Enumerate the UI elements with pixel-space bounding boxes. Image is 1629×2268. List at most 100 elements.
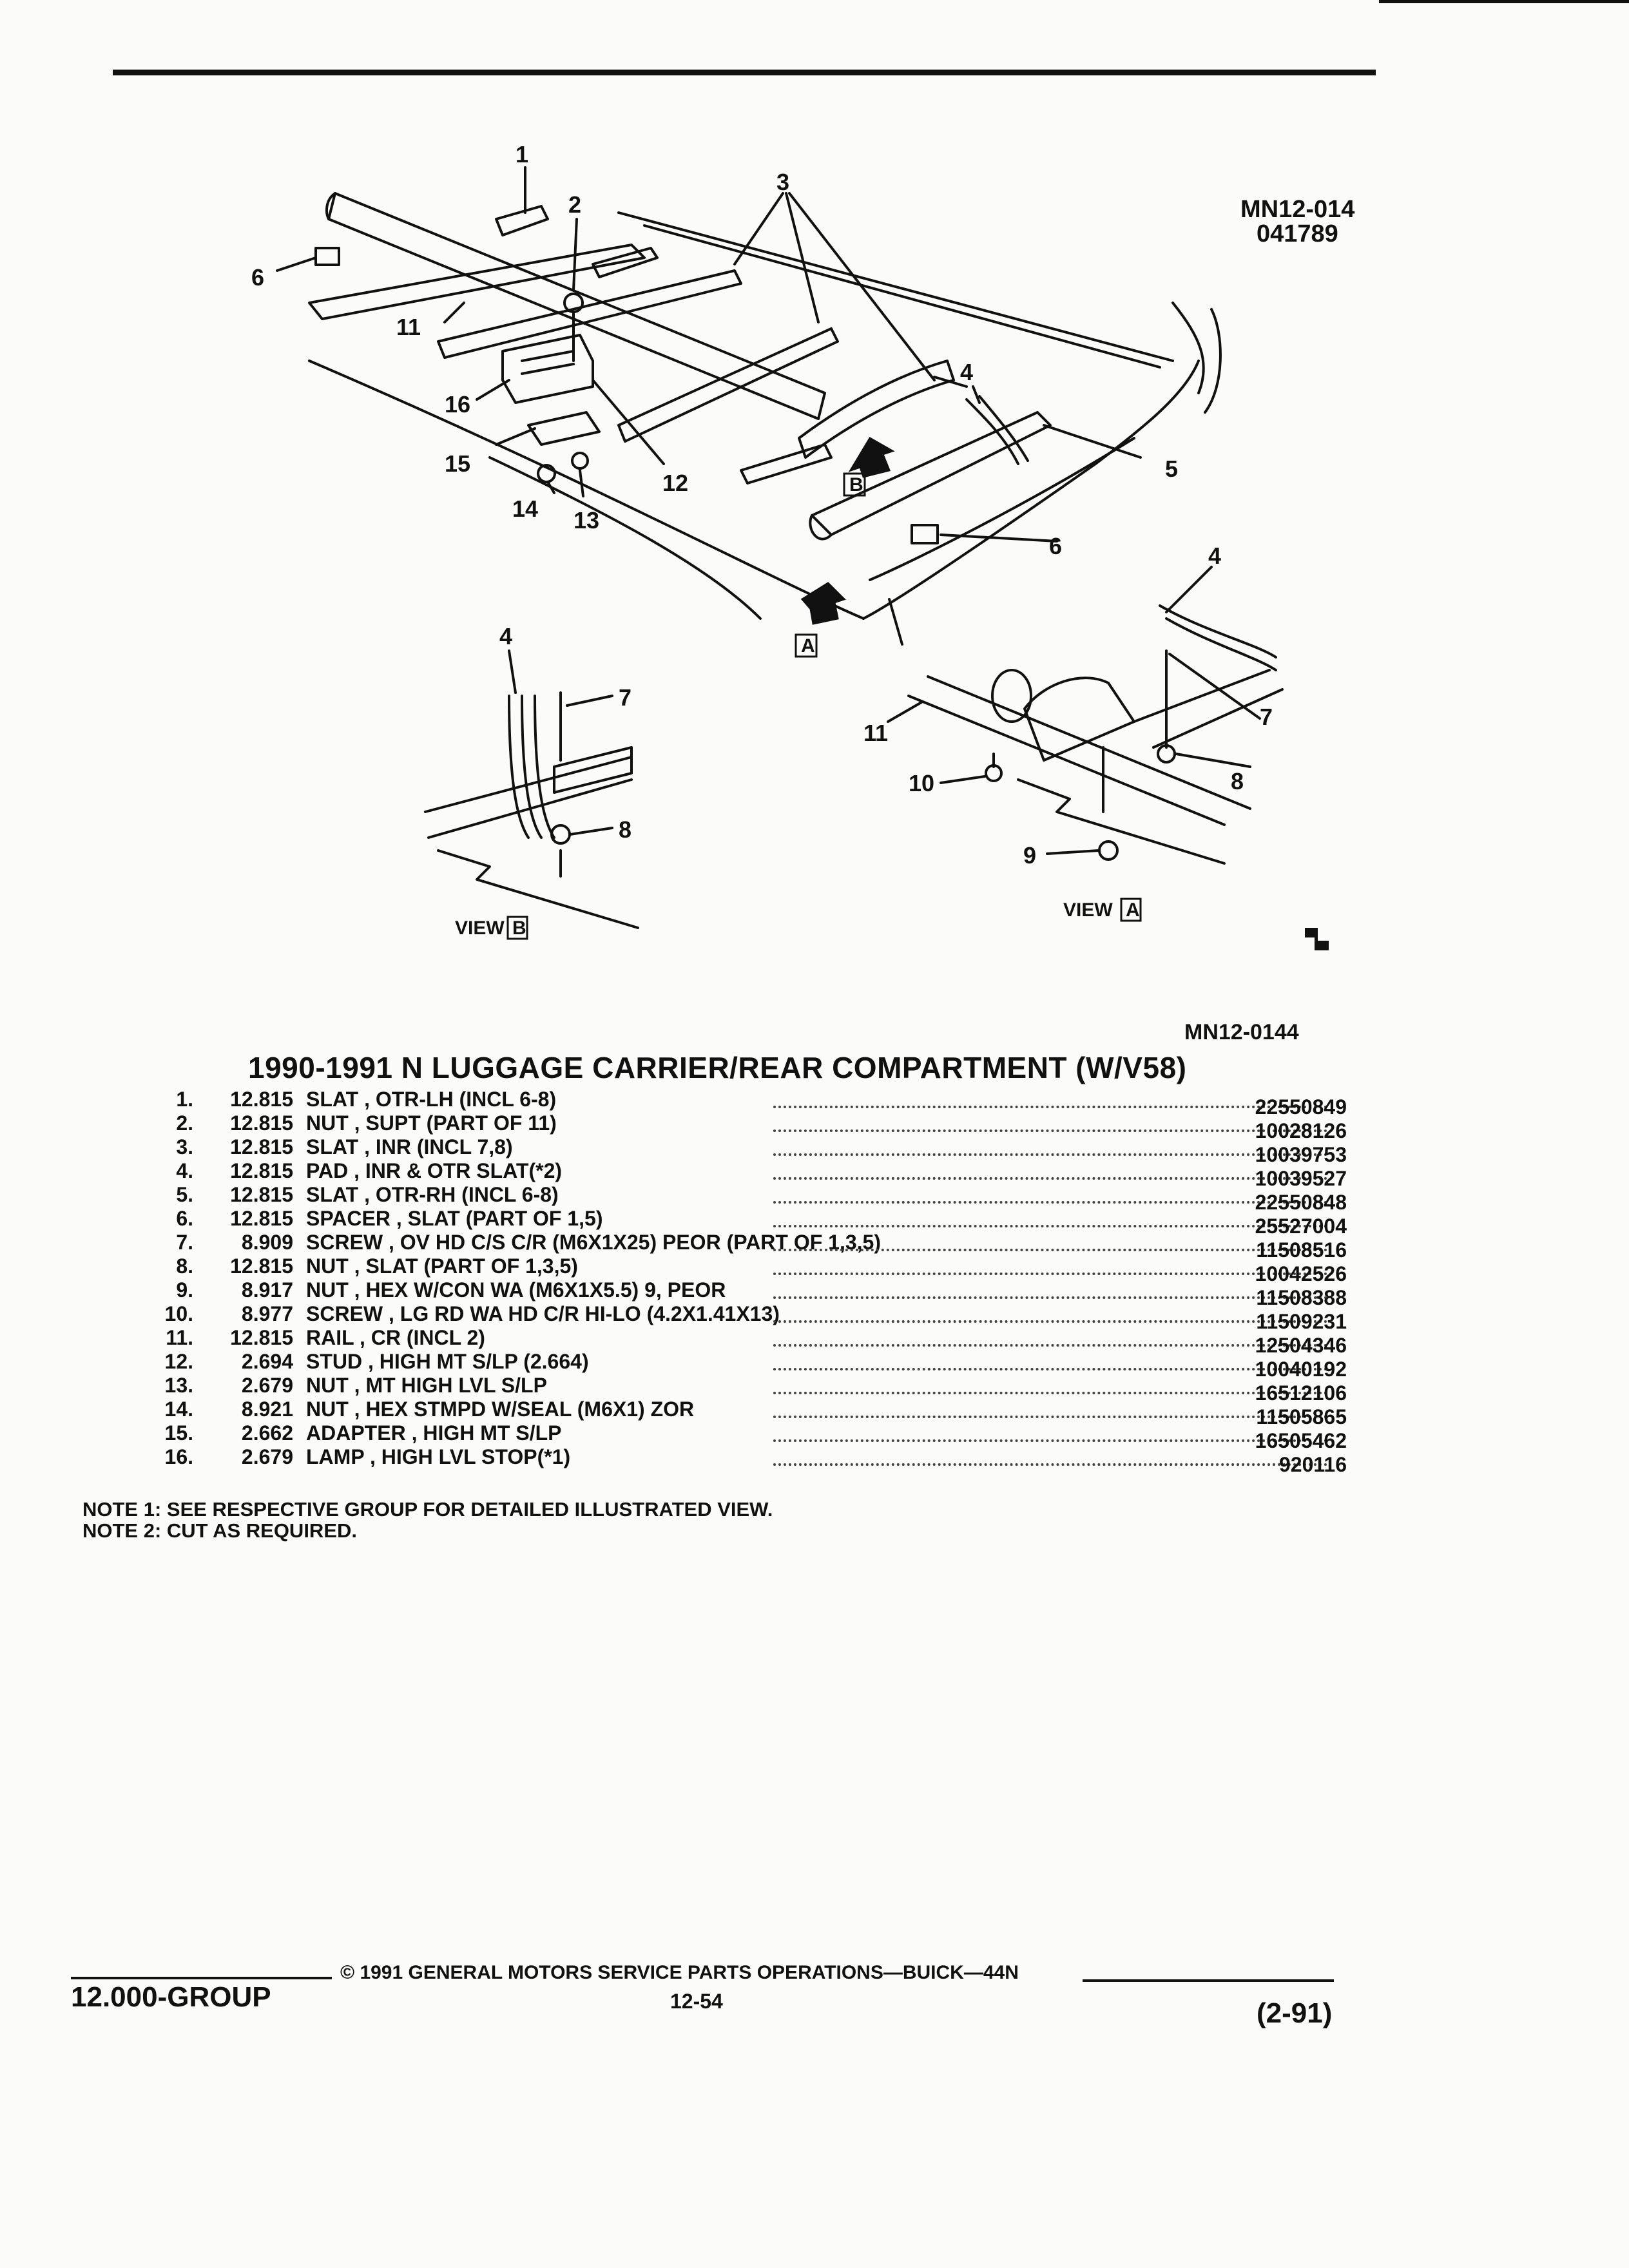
parts-row-description: NUT , SUPT (PART OF 11) (306, 1111, 557, 1135)
parts-row-group: 12.815 (230, 1159, 293, 1182)
arrow-b-box (843, 472, 866, 497)
parts-row-part-number: 10040192 (1255, 1358, 1347, 1381)
parts-row-leader-dots (773, 1378, 1327, 1394)
parts-row-leader-dots (773, 1139, 1327, 1156)
view-b-box (506, 916, 528, 940)
parts-row-leader-dots (773, 1211, 1327, 1227)
parts-row-group: 12.815 (230, 1088, 293, 1111)
callout-8b: 8 (1231, 768, 1244, 794)
parts-row-number: 8. (176, 1254, 193, 1278)
parts-row-description: PAD , INR & OTR SLAT(*2) (306, 1159, 563, 1182)
parts-row-number: 2. (176, 1111, 193, 1135)
parts-row-part-number: 22550849 (1255, 1095, 1347, 1119)
callout-5: 5 (1165, 456, 1178, 482)
note-1: NOTE 1: SEE RESPECTIVE GROUP FOR DETAILE… (82, 1498, 773, 1521)
callout-1: 1 (516, 141, 528, 168)
callout-11a: 11 (396, 314, 421, 340)
parts-row-number: 3. (176, 1135, 193, 1158)
parts-row-part-number: 920116 (1278, 1453, 1347, 1476)
parts-row-part-number: 10042526 (1255, 1262, 1347, 1285)
parts-row-part-number: 10028126 (1255, 1119, 1347, 1142)
parts-row-leader-dots (773, 1091, 1327, 1108)
parts-row-group: 8.921 (241, 1398, 293, 1421)
callout-10: 10 (909, 770, 934, 796)
parts-row-part-number: 12504346 (1255, 1334, 1347, 1357)
parts-row-group: 2.694 (241, 1350, 293, 1373)
view-b-label: VIEW (455, 918, 505, 939)
parts-row-number: 1. (176, 1088, 193, 1111)
parts-row-group: 12.815 (230, 1326, 293, 1349)
callout-4c: 4 (499, 623, 512, 649)
parts-row-group: 8.917 (241, 1278, 293, 1302)
arrow-a-icon (800, 582, 846, 625)
parts-row-description: LAMP , HIGH LVL STOP(*1) (306, 1445, 571, 1468)
parts-row-part-number: 10039527 (1255, 1167, 1347, 1190)
parts-row-description: NUT , HEX W/CON WA (M6X1X5.5) 9, PEOR (306, 1278, 726, 1302)
parts-row-description: SLAT , INR (INCL 7,8) (306, 1135, 513, 1158)
rail-11-shape (327, 192, 826, 420)
parts-row-part-number: 22550848 (1255, 1191, 1347, 1214)
parts-row-leader-dots (773, 1187, 1327, 1204)
parts-row-number: 5. (176, 1183, 193, 1206)
parts-row-leader-dots (773, 1282, 1327, 1299)
parts-row: 3. 12.815 SLAT , INR (INCL 7,8) 10039753 (129, 1135, 1366, 1166)
callout-9: 9 (1023, 842, 1036, 869)
parts-row-number: 9. (176, 1278, 193, 1302)
arrow-b-icon (848, 436, 895, 478)
parts-row-group: 8.909 (241, 1231, 293, 1254)
parts-row-number: 13. (164, 1374, 193, 1397)
callout-14: 14 (512, 495, 538, 522)
callout-13: 13 (574, 507, 599, 533)
parts-row-description: SLAT , OTR-RH (INCL 6-8) (306, 1183, 559, 1206)
parts-row-description: ADAPTER , HIGH MT S/LP (306, 1421, 562, 1445)
footer-copyright: © 1991 GENERAL MOTORS SERVICE PARTS OPER… (340, 1962, 1019, 1983)
parts-row-description: SPACER , SLAT (PART OF 1,5) (306, 1207, 603, 1230)
exploded-view-illustration: B A VIEW B VIEW A 1 2 3 4 4 4 5 6 6 7 7 … (251, 141, 1329, 950)
view-a-label: VIEW (1063, 899, 1113, 921)
parts-row-description: NUT , MT HIGH LVL S/LP (306, 1374, 547, 1397)
callout-7a: 7 (619, 684, 631, 711)
callout-8a: 8 (619, 816, 631, 843)
parts-row-description: RAIL , CR (INCL 2) (306, 1326, 485, 1349)
parts-row-part-number: 25527004 (1255, 1215, 1347, 1238)
parts-row-number: 6. (176, 1207, 193, 1230)
parts-row-leader-dots (773, 1115, 1327, 1132)
parts-row-leader-dots (773, 1401, 1327, 1418)
callout-15: 15 (445, 450, 470, 477)
parts-row-leader-dots (773, 1425, 1327, 1442)
callout-11b: 11 (863, 720, 888, 746)
view-b-letter: B (512, 918, 526, 939)
callout-3: 3 (776, 169, 789, 195)
parts-row-group: 12.815 (230, 1135, 293, 1158)
parts-row-leader-dots (773, 1449, 1327, 1466)
callout-7b: 7 (1260, 704, 1273, 730)
parts-row-part-number: 11508388 (1256, 1286, 1347, 1309)
parts-row-part-number: 10039753 (1255, 1143, 1347, 1166)
deck-lid-edge-curve (308, 360, 865, 620)
footer-group: 12.000-GROUP (71, 1981, 271, 2013)
parts-row-group: 12.815 (230, 1254, 293, 1278)
arrow-a-letter: A (801, 635, 815, 657)
parts-row-part-number: 16505462 (1255, 1429, 1347, 1452)
parts-row-group: 8.977 (241, 1302, 293, 1325)
parts-row-part-number: 11509231 (1256, 1310, 1347, 1333)
parts-row-number: 7. (176, 1231, 193, 1254)
figure-date: 041789 (1257, 220, 1338, 247)
parts-row-leader-dots (773, 1330, 1327, 1347)
page-title: 1990-1991 N LUGGAGE CARRIER/REAR COMPART… (248, 1051, 1187, 1084)
footer-rule-right (1083, 1979, 1334, 1982)
figure-ref: MN12-014 (1240, 196, 1355, 223)
